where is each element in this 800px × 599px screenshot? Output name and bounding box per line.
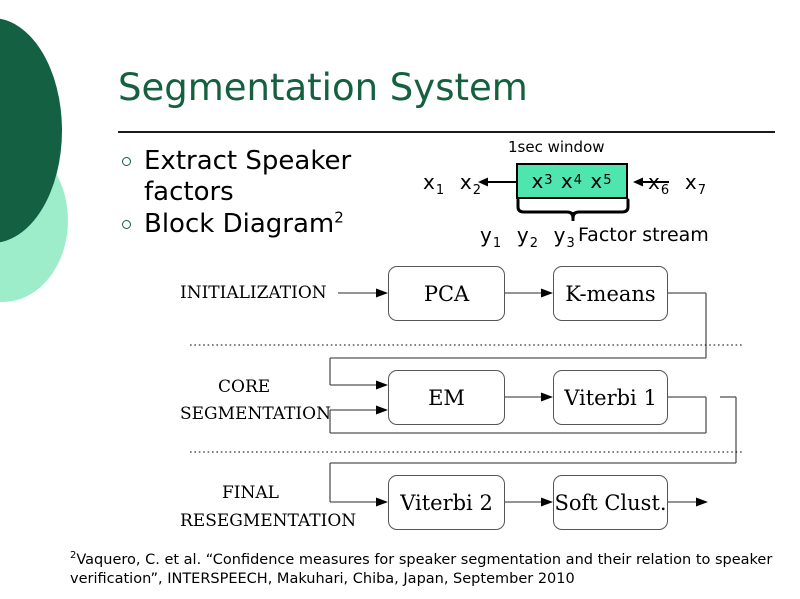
factor-stream-label: Factor stream [578, 224, 709, 246]
title-divider [118, 131, 775, 133]
process-box-pca[interactable]: PCA [388, 266, 505, 321]
footnote-text: Vaquero, C. et al. “Confidence measures … [70, 552, 773, 587]
list-item: Extract Speaker factors [122, 146, 422, 208]
process-box-em[interactable]: EM [388, 370, 505, 425]
arrowhead-to-pca [376, 288, 388, 298]
bullet-list: Extract Speaker factors Block Diagram2 [122, 146, 422, 241]
bullet-text-main: Block Diagram [144, 209, 335, 239]
arrow-out-left-icon [478, 177, 516, 187]
list-item: Block Diagram2 [122, 209, 422, 240]
window-duration-label: 1sec window [508, 138, 605, 156]
arrowhead-to-viterbi2 [376, 497, 388, 507]
page-title: Segmentation System [118, 66, 528, 109]
arrowhead-to-viterbi1 [541, 392, 553, 402]
bullet-circle-icon [122, 157, 131, 166]
bullet-footnote-marker: 2 [334, 208, 344, 227]
arrowhead-to-softclust [541, 497, 553, 507]
footnote: 2Vaquero, C. et al. “Confidence measures… [70, 551, 786, 589]
footnote-marker: 2 [70, 550, 77, 562]
arrowhead-to-kmeans [541, 288, 553, 298]
stage-label-initialization: INITIALIZATION [180, 283, 327, 303]
stage-label-segmentation: SEGMENTATION [180, 404, 331, 424]
factor-tokens: y1 y2 y3 [480, 223, 576, 251]
bullet-label-extract-speaker-factors: Extract Speaker factors [144, 146, 352, 207]
process-box-viterbi-1[interactable]: Viterbi 1 [553, 370, 668, 425]
stage-label-final: FINAL [222, 483, 279, 503]
frames-output-left: x1 x2 [423, 170, 482, 198]
bullet-circle-icon [122, 220, 131, 229]
process-box-viterbi-2[interactable]: Viterbi 2 [388, 475, 505, 530]
arrowhead-to-em-top [376, 380, 388, 390]
process-box-k-means[interactable]: K-means [553, 266, 668, 321]
process-box-soft-clust[interactable]: Soft Clust. [553, 475, 668, 530]
bullet-label-block-diagram: Block Diagram2 [144, 209, 344, 240]
arrowhead-final-output [696, 497, 708, 507]
brace-icon [516, 198, 630, 221]
arrow-in-right-icon [633, 177, 669, 187]
arrowhead-to-em-bottom [376, 405, 388, 415]
frames-input-right: x6 x7 [648, 170, 707, 198]
stage-label-resegmentation: RESEGMENTATION [180, 511, 357, 531]
stage-label-core: CORE [218, 377, 271, 397]
